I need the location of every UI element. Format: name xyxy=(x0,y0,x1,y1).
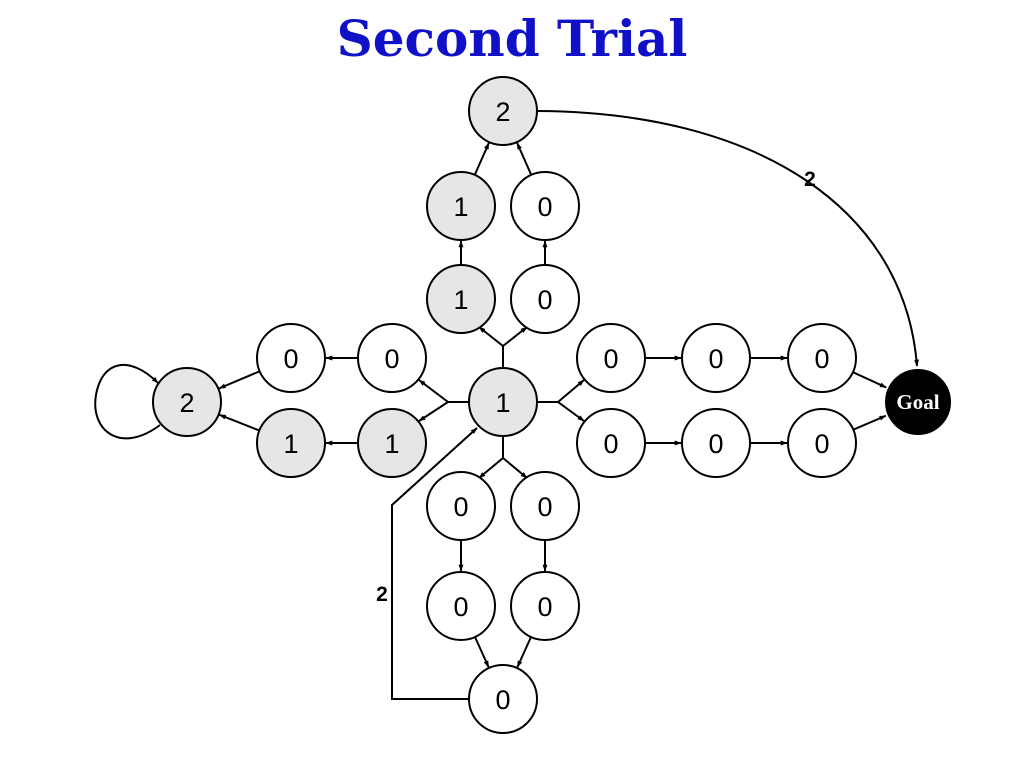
state-node-value: 1 xyxy=(283,429,298,459)
state-node-ra1: 0 xyxy=(576,323,646,393)
state-node-circle xyxy=(256,323,326,393)
edge-top-to-goal xyxy=(536,110,919,367)
state-node-value: 1 xyxy=(453,192,468,222)
state-node-d2a: 0 xyxy=(426,571,496,641)
state-node-d1b: 0 xyxy=(510,471,580,541)
state-node-la2: 0 xyxy=(256,323,326,393)
state-node-value: 2 xyxy=(495,97,510,127)
edge-n_d2a-n_bottom xyxy=(474,636,490,668)
state-node-value: 1 xyxy=(453,285,468,315)
state-node-circle xyxy=(426,571,496,641)
state-node-value: 0 xyxy=(537,192,552,222)
state-node-circle xyxy=(681,323,751,393)
goal-node-label: Goal xyxy=(896,390,939,414)
edge-center-left-up xyxy=(418,379,449,403)
state-node-circle xyxy=(256,408,326,478)
state-node-u2b: 0 xyxy=(510,171,580,241)
edge-center-left-down xyxy=(418,401,449,422)
state-node-ra2: 0 xyxy=(681,323,751,393)
state-node-circle xyxy=(468,76,538,146)
state-node-value: 0 xyxy=(708,429,723,459)
edge-n_lb2-n_left xyxy=(218,413,260,432)
state-node-circle xyxy=(426,264,496,334)
edge-center-right-up xyxy=(557,379,585,403)
state-node-value: 1 xyxy=(495,388,510,418)
state-node-value: 0 xyxy=(537,592,552,622)
state-node-circle xyxy=(468,664,538,734)
state-node-u1a: 1 xyxy=(426,264,496,334)
goal-node-circle xyxy=(885,369,951,435)
state-node-value: 0 xyxy=(453,592,468,622)
state-node-top: 2 xyxy=(468,76,538,146)
edge-n_u2b-n_top xyxy=(516,142,533,176)
state-node-circle xyxy=(787,323,857,393)
state-node-rb1: 0 xyxy=(576,408,646,478)
state-node-circle xyxy=(426,171,496,241)
state-node-value: 0 xyxy=(453,492,468,522)
state-node-ra3: 0 xyxy=(787,323,857,393)
state-node-u1b: 0 xyxy=(510,264,580,334)
state-node-value: 0 xyxy=(603,344,618,374)
state-node-value: 0 xyxy=(384,344,399,374)
state-node-circle xyxy=(426,471,496,541)
state-node-circle xyxy=(510,571,580,641)
edge-bottom-to-center xyxy=(391,427,478,700)
state-node-circle xyxy=(510,471,580,541)
state-node-u2a: 1 xyxy=(426,171,496,241)
state-node-circle xyxy=(510,264,580,334)
edge-center-right-down xyxy=(557,401,585,422)
state-node-d2b: 0 xyxy=(510,571,580,641)
state-node-left: 2 xyxy=(152,367,222,437)
edge-n_u2a-n_top xyxy=(473,142,490,176)
state-node-circle xyxy=(576,408,646,478)
state-node-circle xyxy=(510,171,580,241)
edge-n_d2b-n_bottom xyxy=(516,636,532,668)
state-node-rb3: 0 xyxy=(787,408,857,478)
state-node-value: 0 xyxy=(283,344,298,374)
edge-center-down-left xyxy=(478,457,504,479)
state-node-circle xyxy=(681,408,751,478)
slide-title: Second Trial xyxy=(336,9,688,68)
state-node-lb2: 1 xyxy=(256,408,326,478)
edge-n_la2-n_left xyxy=(218,370,261,390)
edge-n_rb3-n_goal xyxy=(852,414,887,431)
state-node-value: 0 xyxy=(814,344,829,374)
state-node-center: 1 xyxy=(468,367,538,437)
state-node-circle xyxy=(576,323,646,393)
state-node-lb1: 1 xyxy=(357,408,427,478)
state-node-value: 0 xyxy=(495,685,510,715)
state-node-la1: 0 xyxy=(357,323,427,393)
state-node-d1a: 0 xyxy=(426,471,496,541)
state-node-circle xyxy=(468,367,538,437)
state-node-circle xyxy=(787,408,857,478)
state-node-rb2: 0 xyxy=(681,408,751,478)
edge-weight-label-bottom-to-center: 2 xyxy=(376,583,388,606)
edge-left-self-loop xyxy=(94,363,161,440)
edge-center-up-left xyxy=(478,326,504,347)
state-node-value: 2 xyxy=(179,388,194,418)
edge-center-up-right xyxy=(502,326,528,347)
edge-center-down-right xyxy=(502,457,528,479)
state-node-circle xyxy=(152,367,222,437)
state-node-circle xyxy=(357,408,427,478)
state-node-value: 0 xyxy=(537,492,552,522)
state-node-circle xyxy=(357,323,427,393)
goal-node: Goal xyxy=(885,369,951,435)
edge-weight-label-top-to-goal: 2 xyxy=(804,168,816,191)
state-node-value: 0 xyxy=(603,429,618,459)
state-node-value: 0 xyxy=(537,285,552,315)
state-node-bottom: 0 xyxy=(468,664,538,734)
state-node-value: 1 xyxy=(384,429,399,459)
state-node-value: 0 xyxy=(814,429,829,459)
state-node-value: 0 xyxy=(708,344,723,374)
edge-n_ra3-n_goal xyxy=(852,371,887,389)
